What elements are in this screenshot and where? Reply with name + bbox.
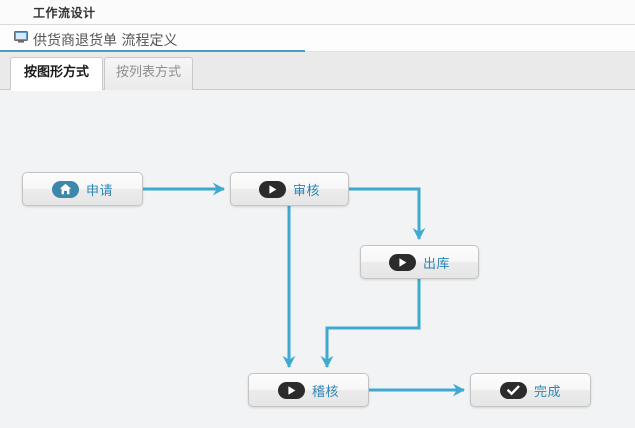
node-finish-label: 完成 — [533, 384, 561, 400]
node-audit[interactable]: 稽核 — [248, 373, 369, 407]
edge-review-to-outbound — [349, 187, 426, 240]
workflow-canvas[interactable]: 申请 审核 出库 — [0, 90, 635, 428]
workflow-edges — [143, 182, 465, 397]
home-icon — [51, 180, 79, 198]
tab-strip: 按图形方式 按列表方式 — [0, 52, 635, 91]
app-title-bar: 工作流设计 — [0, 0, 635, 25]
monitor-icon — [14, 31, 28, 43]
play-icon — [388, 253, 416, 271]
app-title: 工作流设计 — [33, 6, 96, 20]
node-audit-label: 稽核 — [311, 384, 339, 400]
play-icon — [258, 180, 286, 198]
node-review[interactable]: 审核 — [230, 172, 349, 206]
node-finish[interactable]: 完成 — [470, 373, 591, 407]
node-apply-label: 申请 — [85, 183, 113, 199]
node-outbound-label: 出库 — [422, 256, 450, 272]
document-title-accent-rule — [0, 50, 305, 52]
tab-graphic-mode[interactable]: 按图形方式 — [10, 57, 103, 91]
node-apply[interactable]: 申请 — [22, 172, 143, 206]
tab-list-mode[interactable]: 按列表方式 — [104, 57, 193, 90]
check-icon — [499, 381, 527, 399]
node-outbound[interactable]: 出库 — [360, 245, 479, 279]
document-title-rule — [305, 51, 635, 52]
document-title: 供货商退货单 流程定义 — [33, 33, 178, 49]
node-review-label: 审核 — [292, 183, 320, 199]
document-title-bar — [0, 25, 635, 51]
edge-outbound-to-audit — [320, 279, 421, 368]
play-icon — [277, 381, 305, 399]
